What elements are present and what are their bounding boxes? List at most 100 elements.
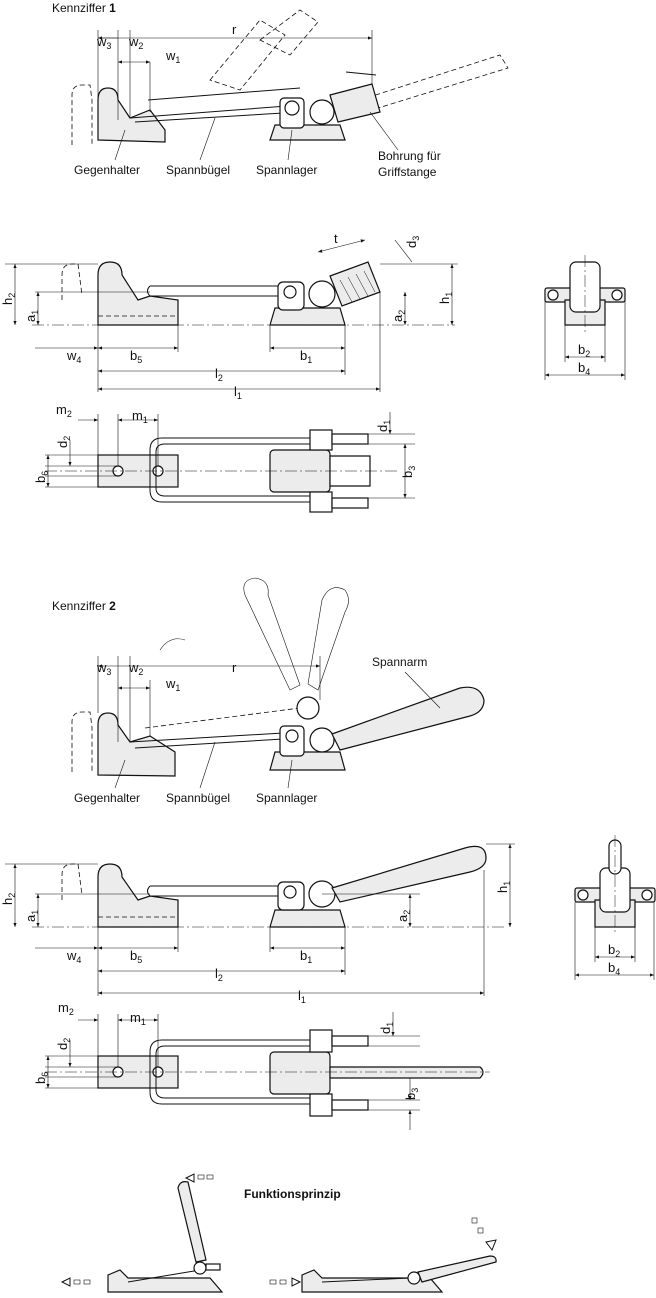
s2-dim-m1-label: m1 [130,1010,146,1027]
section2-side-view: h2 a1 a2 h1 w4 b5 b1 l2 l1 [0,843,515,1005]
s2-leader-clamp-bow [199,741,216,789]
section1-title: Kennziffer 1 [52,1,116,15]
top-bow-outer [149,437,320,503]
dim-h1-label: h1 [437,292,454,304]
dim-d2-label: d2 [55,436,72,448]
s2-dim-a2-label: a2 [395,910,412,922]
s2-dim-l1-label: l1 [298,988,306,1005]
s2-clamp-bow-phantom [144,707,301,729]
dim-w4-label: w4 [66,348,81,365]
top-nut-1 [309,429,333,451]
s2-dim-w2-label: w2 [128,660,143,677]
side-clamp-bow [147,285,285,297]
s2-handle-phantom-2 [307,587,349,691]
s2-dim-w3-label: w3 [96,660,111,677]
leader-bearing [287,129,293,161]
side-counterpart [97,261,179,326]
fn2-dash-1 [269,1279,277,1285]
fn1-left-arrow-head [60,1277,71,1287]
dim-b6-label: b6 [33,471,50,483]
s2-label-bearing: Spannlager [256,791,317,805]
side-sleeve-hatch [339,270,376,303]
handle-sleeve [329,83,381,123]
dim-a1-label: a1 [23,310,40,322]
s2-top-screw-2 [331,1099,369,1111]
dim-l1-label: l1 [234,384,242,401]
dim-d3-line [394,239,413,263]
s2-side-counterpart-phantom [61,863,83,900]
s2-dim-l2-label: l2 [215,966,223,983]
clamp-bow-upper [147,87,301,101]
function-diagram-open [60,1173,224,1293]
s2-counterpart [97,712,176,777]
fn1-pivot [193,1261,207,1275]
end-screw-left [547,289,559,301]
dim-d1-label: d1 [375,420,392,432]
s2-label-clamp-bow: Spannbügel [166,791,230,805]
s2-counterpart-phantom [71,711,93,772]
counterpart [97,87,166,143]
counterpart-phantom [71,84,93,145]
top-bow-inner [155,443,320,497]
handle-phantom-3 [359,54,509,113]
section2-title: Kennziffer 2 [52,599,116,613]
section1-top-view: m2 m1 d2 b6 d1 b3 [33,402,417,513]
s2-top-nut-1 [309,1029,333,1053]
s2-clamp-arm [331,686,485,751]
s2-top-nut-2 [309,1093,333,1117]
s2-top-screw-1 [331,1035,369,1047]
dim-t-line [317,239,366,253]
dim-m2-label: m2 [56,402,72,419]
s2-pivot [285,729,299,743]
pivot-pin [284,100,300,116]
side-counterpart-phantom [61,263,83,300]
s2-dim-b5-label: b5 [130,948,142,965]
s2-end-screw-right [641,889,653,901]
s2-roller-phantom [296,696,320,720]
section1-end-view: b2 b4 [544,255,626,380]
s2-handle-phantom-1 [243,577,301,691]
dim-b1-label: b1 [300,348,312,365]
leader-counterpart [114,129,126,161]
s2-dim-r-label: r [232,660,237,675]
section1-side-view: h2 a1 a2 h1 t d3 w4 b5 b1 l2 l1 [0,231,458,401]
fn2-up-dash-1 [477,1227,484,1234]
fn2-up-dash-2 [471,1217,478,1224]
leader-arm [404,671,441,709]
s2-dim-b1-label: b1 [300,948,312,965]
section1-iso-view: r w3 w2 w1 Gegenhalter Spannbügel Spannl… [71,9,509,179]
fn1-left-dash-1 [73,1279,81,1285]
dim-w3-label: w3 [96,34,111,51]
handle-phantom-2 [259,9,319,56]
dim-l2-label: l2 [215,366,223,383]
dim-b5-label: b5 [130,348,142,365]
side-bearing-base [269,307,346,326]
s2-roller [309,727,335,753]
dim-w1-label: w1 [165,48,180,65]
dim-b2-label: b2 [578,342,590,359]
fn2-bow [321,1277,411,1283]
s2-dim-d2-label: d2 [55,1038,72,1050]
fn1-bow [127,1269,201,1283]
dim-d3-label: d3 [404,236,421,248]
fn1-handle [177,1181,207,1263]
fn2-handle [417,1255,497,1283]
fn2-dash-2 [279,1279,287,1285]
label-clamp-bow: Spannbügel [166,163,230,177]
dim-b4-label: b4 [578,360,590,377]
s2-label-counterpart: Gegenhalter [74,791,140,805]
label-bore-line1: Bohrung für [378,149,441,163]
s2-top-arm [329,1066,484,1079]
top-screw-1 [331,433,369,445]
label-bearing: Spannlager [256,163,317,177]
s2-dim-b4-label: b4 [608,960,620,977]
s2-dim-h2-label: h2 [0,893,17,905]
s2-side-counterpart [97,863,179,928]
label-arm: Spannarm [372,655,427,669]
top-nut-2 [309,491,333,513]
end-screw-right [611,289,623,301]
s2-dim-w4-label: w4 [66,948,81,965]
leader-bore [369,111,399,151]
dim-w2-label: w2 [128,34,143,51]
